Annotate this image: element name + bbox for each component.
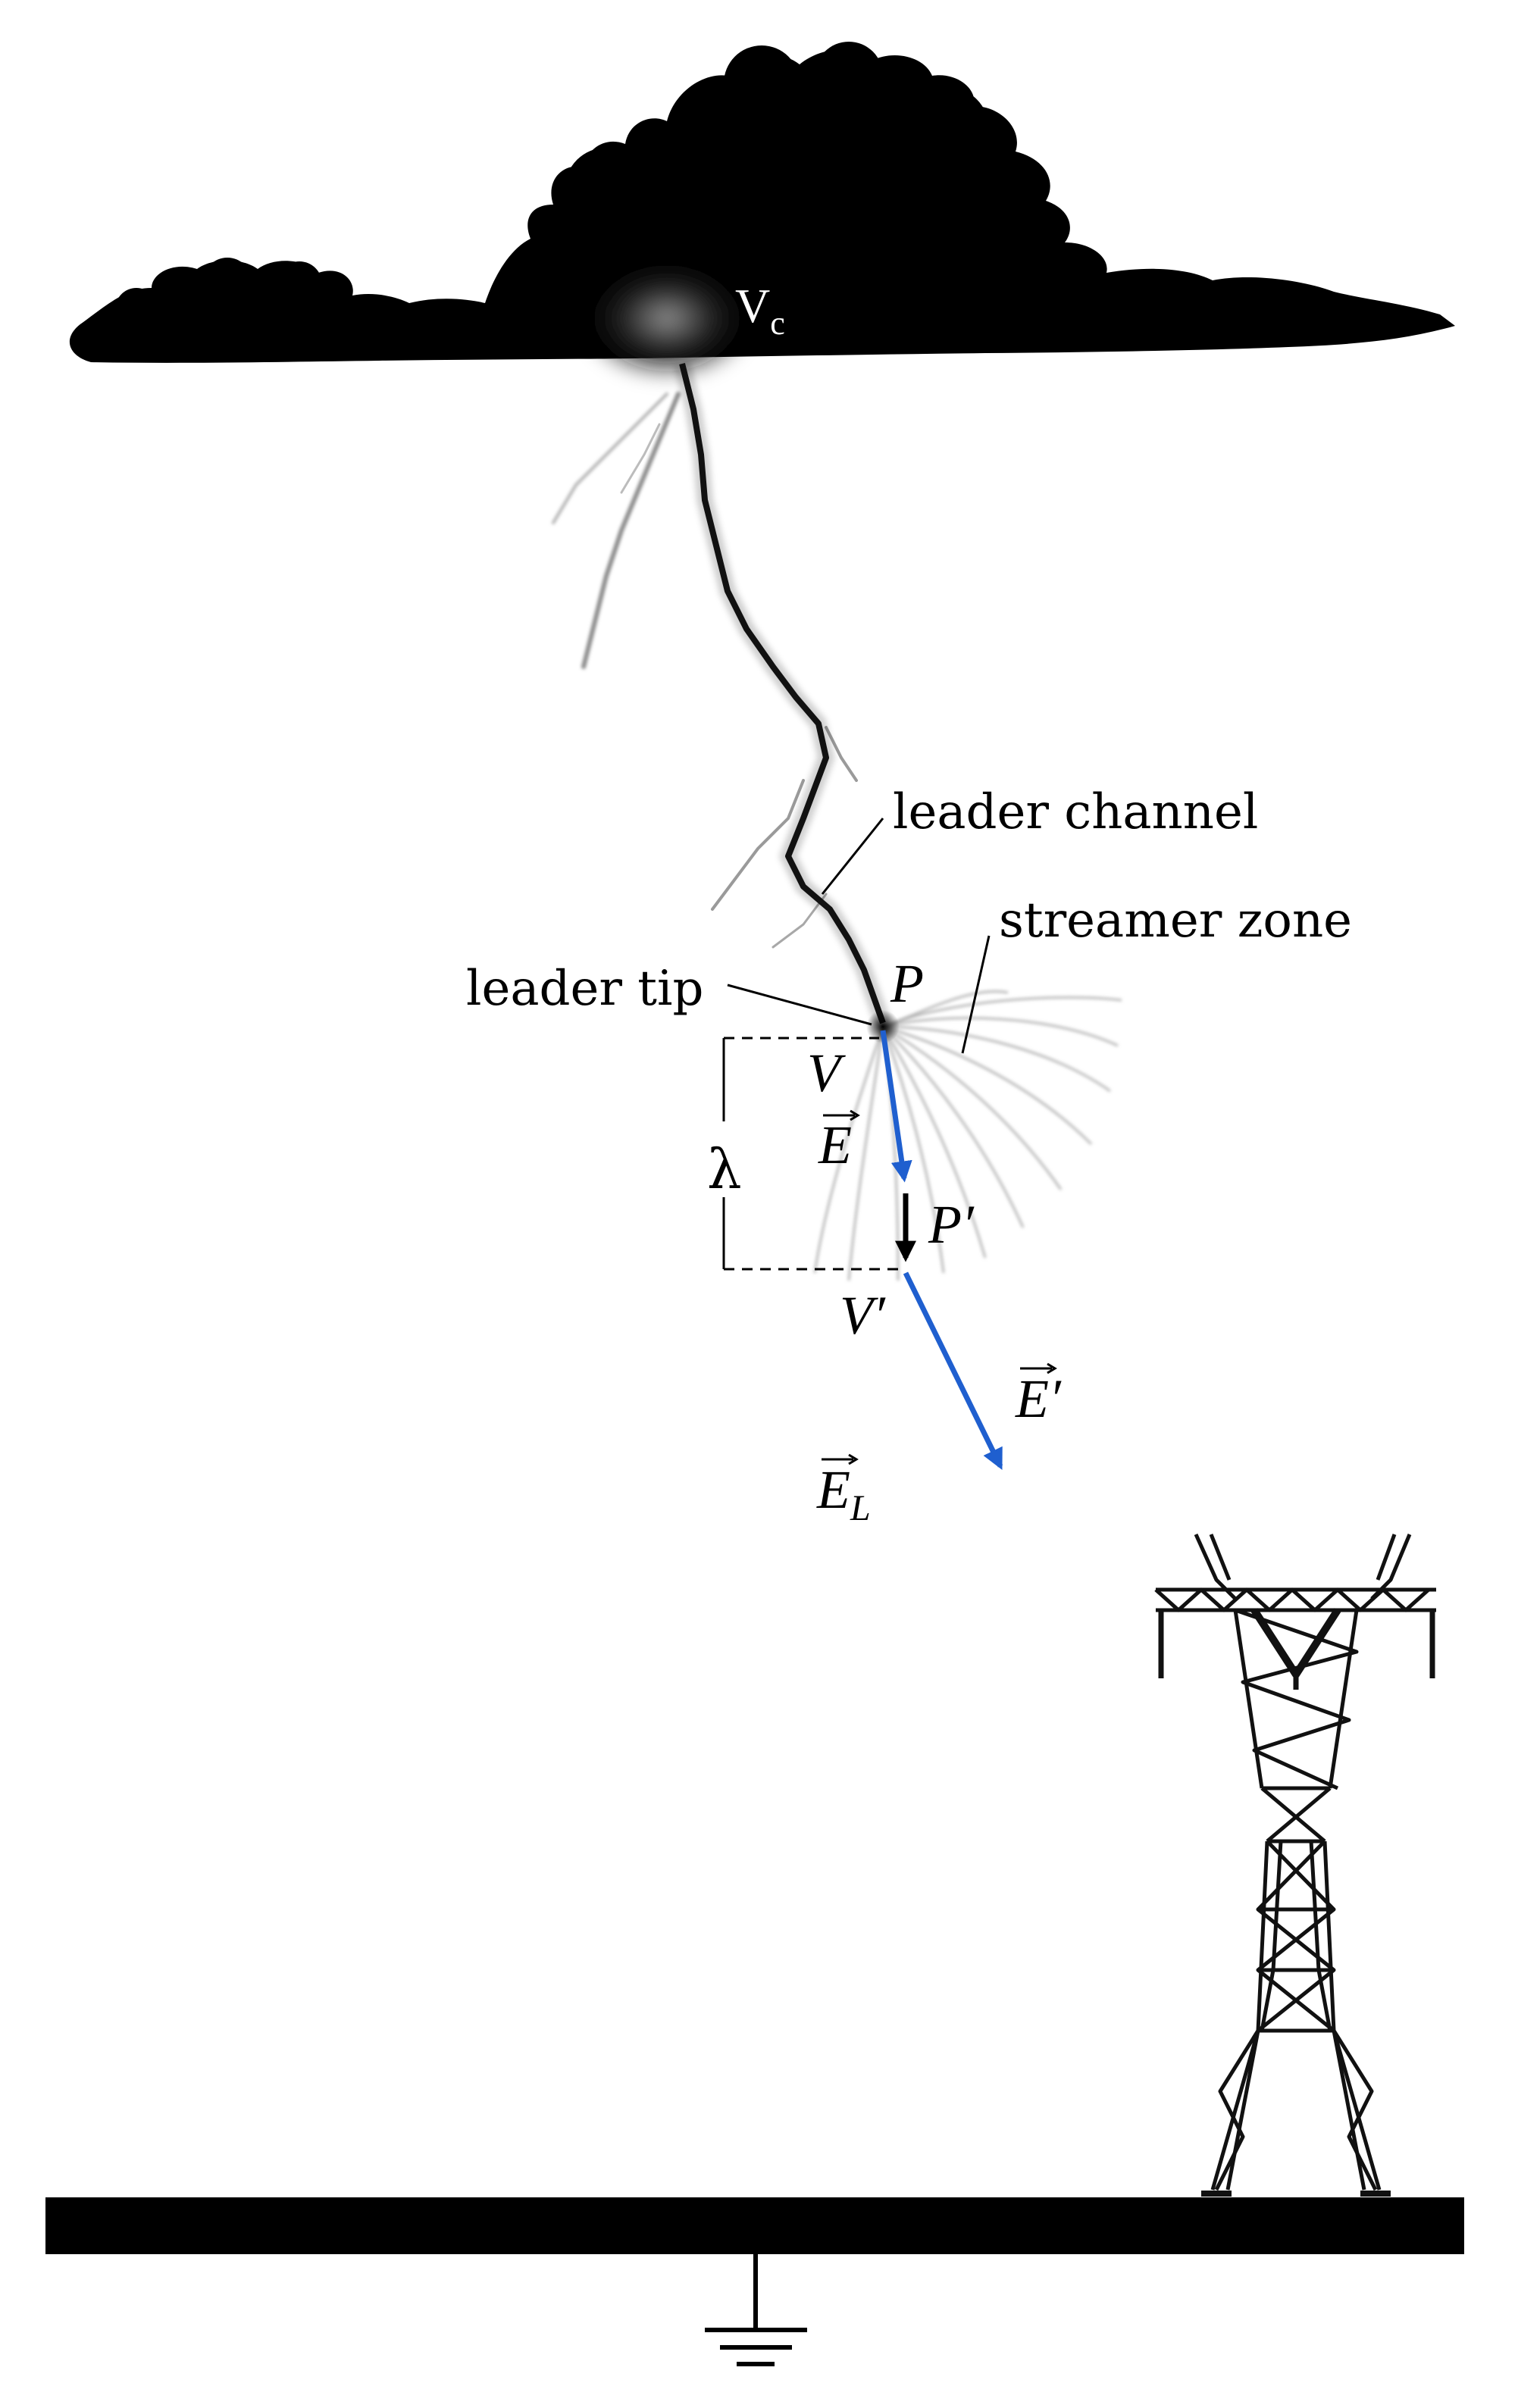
leader-tip-label: leader tip <box>466 961 703 1017</box>
potential-v-label: V <box>807 1043 846 1103</box>
field-e-label: E <box>818 1109 860 1175</box>
point-p-prime-label: P′ <box>928 1194 975 1255</box>
svg-text:EL: EL <box>816 1459 871 1528</box>
leader-channel-label: leader channel <box>893 784 1258 840</box>
point-p-label: P <box>890 953 924 1014</box>
field-e-prime-arrow <box>903 1271 1003 1471</box>
field-el-label: EL <box>816 1453 871 1528</box>
cloud-potential-label: Vc <box>735 279 785 342</box>
potential-v-prime-label: V′ <box>840 1285 886 1346</box>
field-e-prime-label: E′ <box>1015 1362 1062 1429</box>
leader-channel <box>674 361 891 1026</box>
svg-text:E′: E′ <box>1015 1368 1062 1429</box>
streamer-zone-label: streamer zone <box>999 893 1352 949</box>
svg-text:E: E <box>818 1115 852 1175</box>
ground-plane <box>45 2197 1464 2254</box>
callout-lines <box>727 818 991 1054</box>
lambda-bracket <box>722 1037 898 1271</box>
lambda-label: λ <box>707 1137 742 1201</box>
thundercloud: Vc <box>69 42 1456 383</box>
leader-tip-marker <box>866 1010 900 1043</box>
ground-symbol <box>705 2254 807 2366</box>
field-e-arrow <box>880 1030 912 1183</box>
transmission-tower <box>1154 1533 1436 2197</box>
field-arrows <box>880 1030 1003 1471</box>
